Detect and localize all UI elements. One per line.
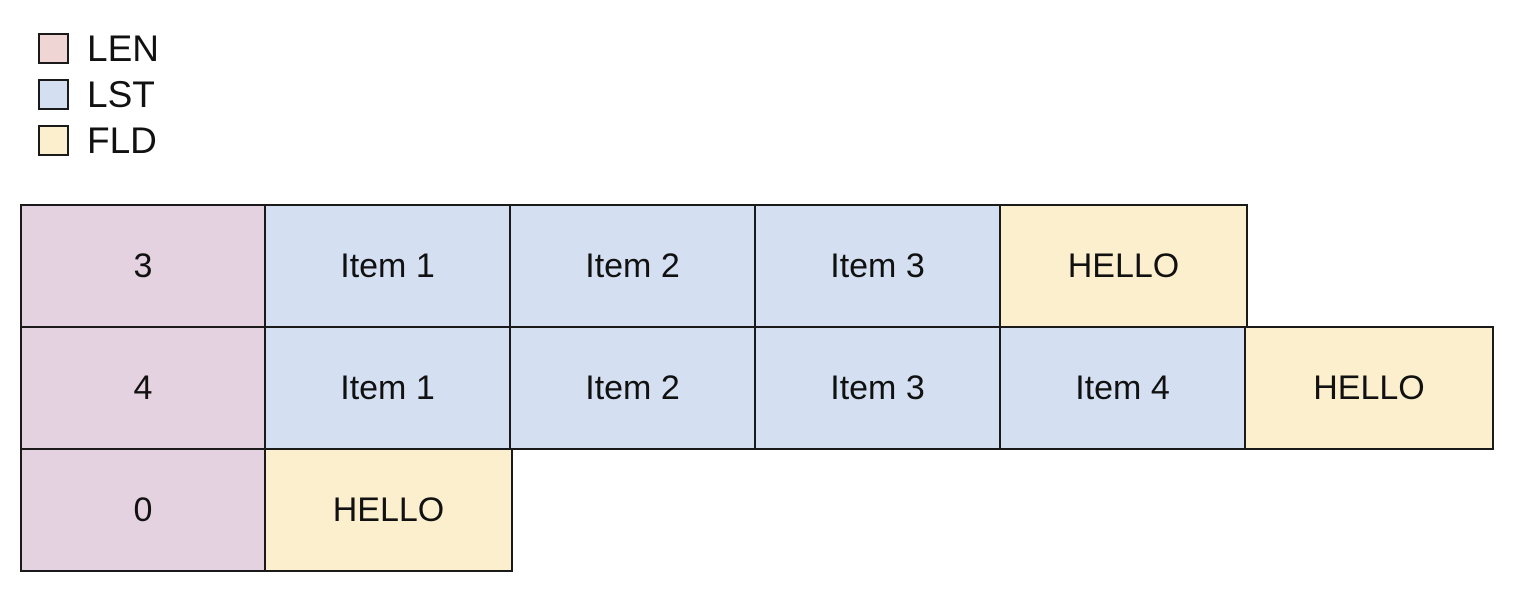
- legend-item-label: LEN: [87, 27, 159, 69]
- legend-item-label: FLD: [87, 119, 157, 161]
- grid-cell-lst: Item 3: [754, 326, 1001, 450]
- grid-cell-fld: HELLO: [264, 448, 513, 572]
- legend-swatch-icon: [38, 32, 69, 64]
- grid-cell-len: 0: [20, 448, 266, 572]
- grid-cell-lst: Item 1: [264, 326, 511, 450]
- grid-cell-lst: Item 2: [509, 204, 756, 328]
- legend-item-fld: FLD: [38, 117, 159, 163]
- grid-cell-lst: Item 3: [754, 204, 1001, 328]
- grid-cell-len: 3: [20, 204, 266, 328]
- legend-item-label: LST: [87, 73, 155, 115]
- grid-cell-fld: HELLO: [999, 204, 1248, 328]
- grid-cell-lst: Item 1: [264, 204, 511, 328]
- legend-item-len: LEN: [38, 25, 159, 71]
- grid-cell-len: 4: [20, 326, 266, 450]
- grid-cell-fld: HELLO: [1244, 326, 1494, 450]
- legend-swatch-icon: [38, 78, 69, 110]
- legend-swatch-icon: [38, 124, 69, 156]
- grid-cell-lst: Item 4: [999, 326, 1246, 450]
- grid-cell-lst: Item 2: [509, 326, 756, 450]
- legend-item-lst: LST: [38, 71, 159, 117]
